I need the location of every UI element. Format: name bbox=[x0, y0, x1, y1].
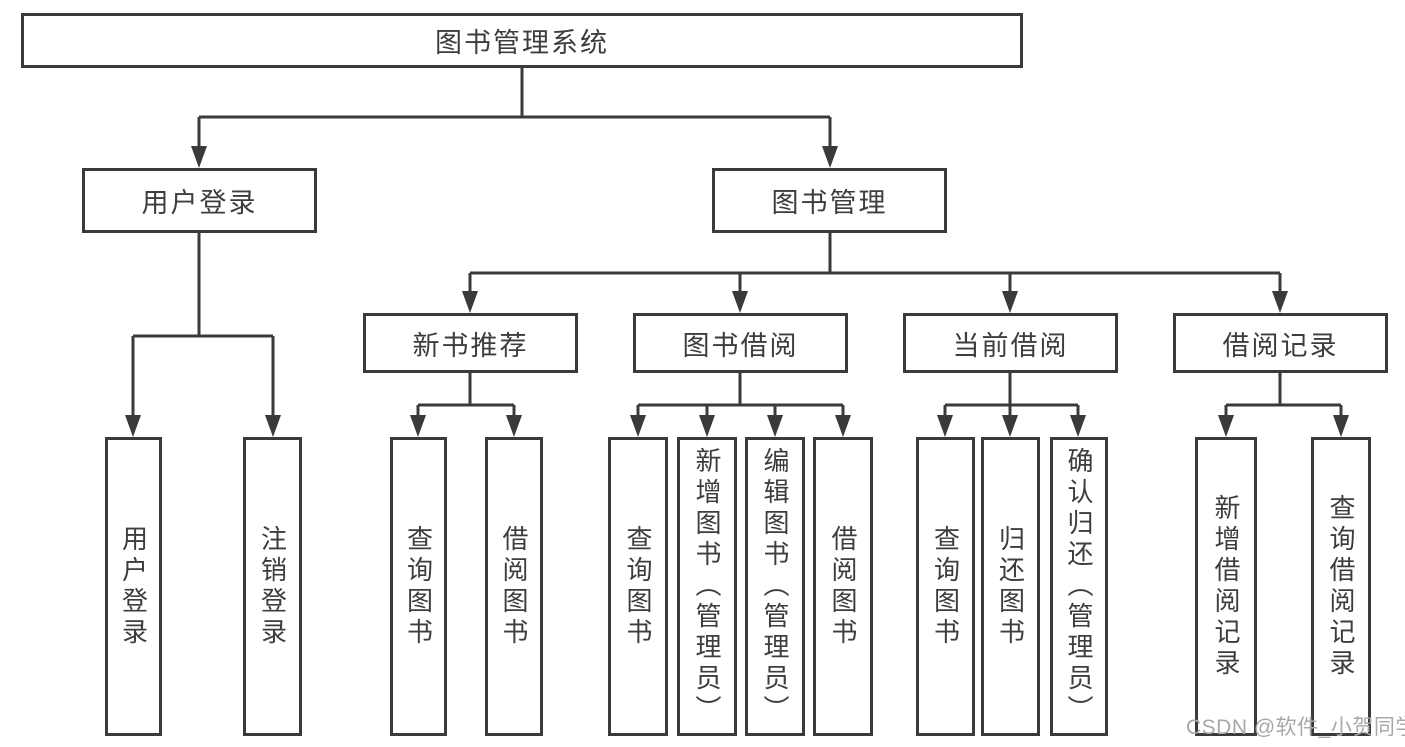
arrowhead-down-icon bbox=[462, 291, 478, 313]
node-label: 用户登录 bbox=[141, 188, 258, 218]
node-label: 新增图书（管理员） bbox=[692, 447, 722, 726]
node-user-login: 用户登录 bbox=[82, 168, 317, 233]
node-label: 图书借阅 bbox=[682, 330, 799, 361]
node-label: 当前借阅 bbox=[952, 330, 1069, 361]
node-book-management: 图书管理 bbox=[712, 168, 947, 233]
leaf-query-books-recommend: 查询图书 bbox=[390, 437, 447, 736]
arrowhead-down-icon bbox=[410, 415, 426, 437]
leaf-return-book: 归还图书 bbox=[981, 437, 1040, 736]
arrowhead-down-icon bbox=[506, 415, 522, 437]
arrowhead-down-icon bbox=[835, 415, 851, 437]
arrowhead-down-icon bbox=[732, 291, 748, 313]
leaf-edit-book-admin: 编辑图书（管理员） bbox=[745, 437, 805, 736]
arrowhead-down-icon bbox=[125, 415, 141, 437]
node-label: 注销登录 bbox=[257, 524, 288, 649]
leaf-query-books-current: 查询图书 bbox=[916, 437, 975, 736]
arrowhead-down-icon bbox=[191, 146, 207, 168]
leaf-confirm-return-admin: 确认归还（管理员） bbox=[1050, 437, 1108, 736]
node-label: 用户登录 bbox=[118, 524, 149, 649]
csdn-watermark: CSDN @软件_小贺同学 bbox=[1186, 716, 1405, 739]
node-new-book-recommend: 新书推荐 bbox=[363, 313, 578, 373]
node-label: 新增借阅记录 bbox=[1211, 493, 1241, 680]
node-label: 编辑图书（管理员） bbox=[760, 447, 790, 726]
node-label: 确认归还（管理员） bbox=[1064, 447, 1094, 726]
node-label: 查询图书 bbox=[623, 524, 653, 649]
node-label: 图书管理 bbox=[771, 188, 888, 218]
leaf-add-borrow-record: 新增借阅记录 bbox=[1195, 437, 1257, 736]
node-borrow-records: 借阅记录 bbox=[1173, 313, 1388, 373]
node-label: 新书推荐 bbox=[412, 330, 529, 361]
leaf-query-books-borrow: 查询图书 bbox=[608, 437, 668, 736]
arrowhead-down-icon bbox=[1272, 291, 1288, 313]
arrowhead-down-icon bbox=[1002, 291, 1018, 313]
leaf-add-book-admin: 新增图书（管理员） bbox=[677, 437, 737, 736]
node-book-borrow: 图书借阅 bbox=[633, 313, 848, 373]
node-label: 归还图书 bbox=[995, 524, 1026, 649]
leaf-query-borrow-record: 查询借阅记录 bbox=[1311, 437, 1371, 736]
leaf-borrow-books: 借阅图书 bbox=[813, 437, 873, 736]
node-label: 查询借阅记录 bbox=[1326, 493, 1356, 680]
node-current-borrow: 当前借阅 bbox=[903, 313, 1118, 373]
node-label: 借阅记录 bbox=[1222, 330, 1339, 361]
leaf-borrow-books-recommend: 借阅图书 bbox=[485, 437, 543, 736]
arrowhead-down-icon bbox=[767, 415, 783, 437]
leaf-logout: 注销登录 bbox=[243, 437, 302, 736]
arrowhead-down-icon bbox=[1333, 415, 1349, 437]
arrowhead-down-icon bbox=[630, 415, 646, 437]
arrowhead-down-icon bbox=[699, 415, 715, 437]
leaf-user-login: 用户登录 bbox=[105, 437, 162, 736]
arrowhead-down-icon bbox=[937, 415, 953, 437]
node-label: 查询图书 bbox=[403, 524, 434, 649]
arrowhead-down-icon bbox=[1070, 415, 1086, 437]
arrowhead-down-icon bbox=[265, 415, 281, 437]
node-label: 借阅图书 bbox=[828, 524, 858, 649]
node-label: 图书管理系统 bbox=[435, 28, 609, 58]
arrowhead-down-icon bbox=[1002, 415, 1018, 437]
node-label: 查询图书 bbox=[930, 524, 961, 649]
arrowhead-down-icon bbox=[822, 146, 838, 168]
arrowhead-down-icon bbox=[1218, 415, 1234, 437]
node-library-management-system: 图书管理系统 bbox=[21, 13, 1023, 68]
node-label: 借阅图书 bbox=[499, 524, 529, 649]
